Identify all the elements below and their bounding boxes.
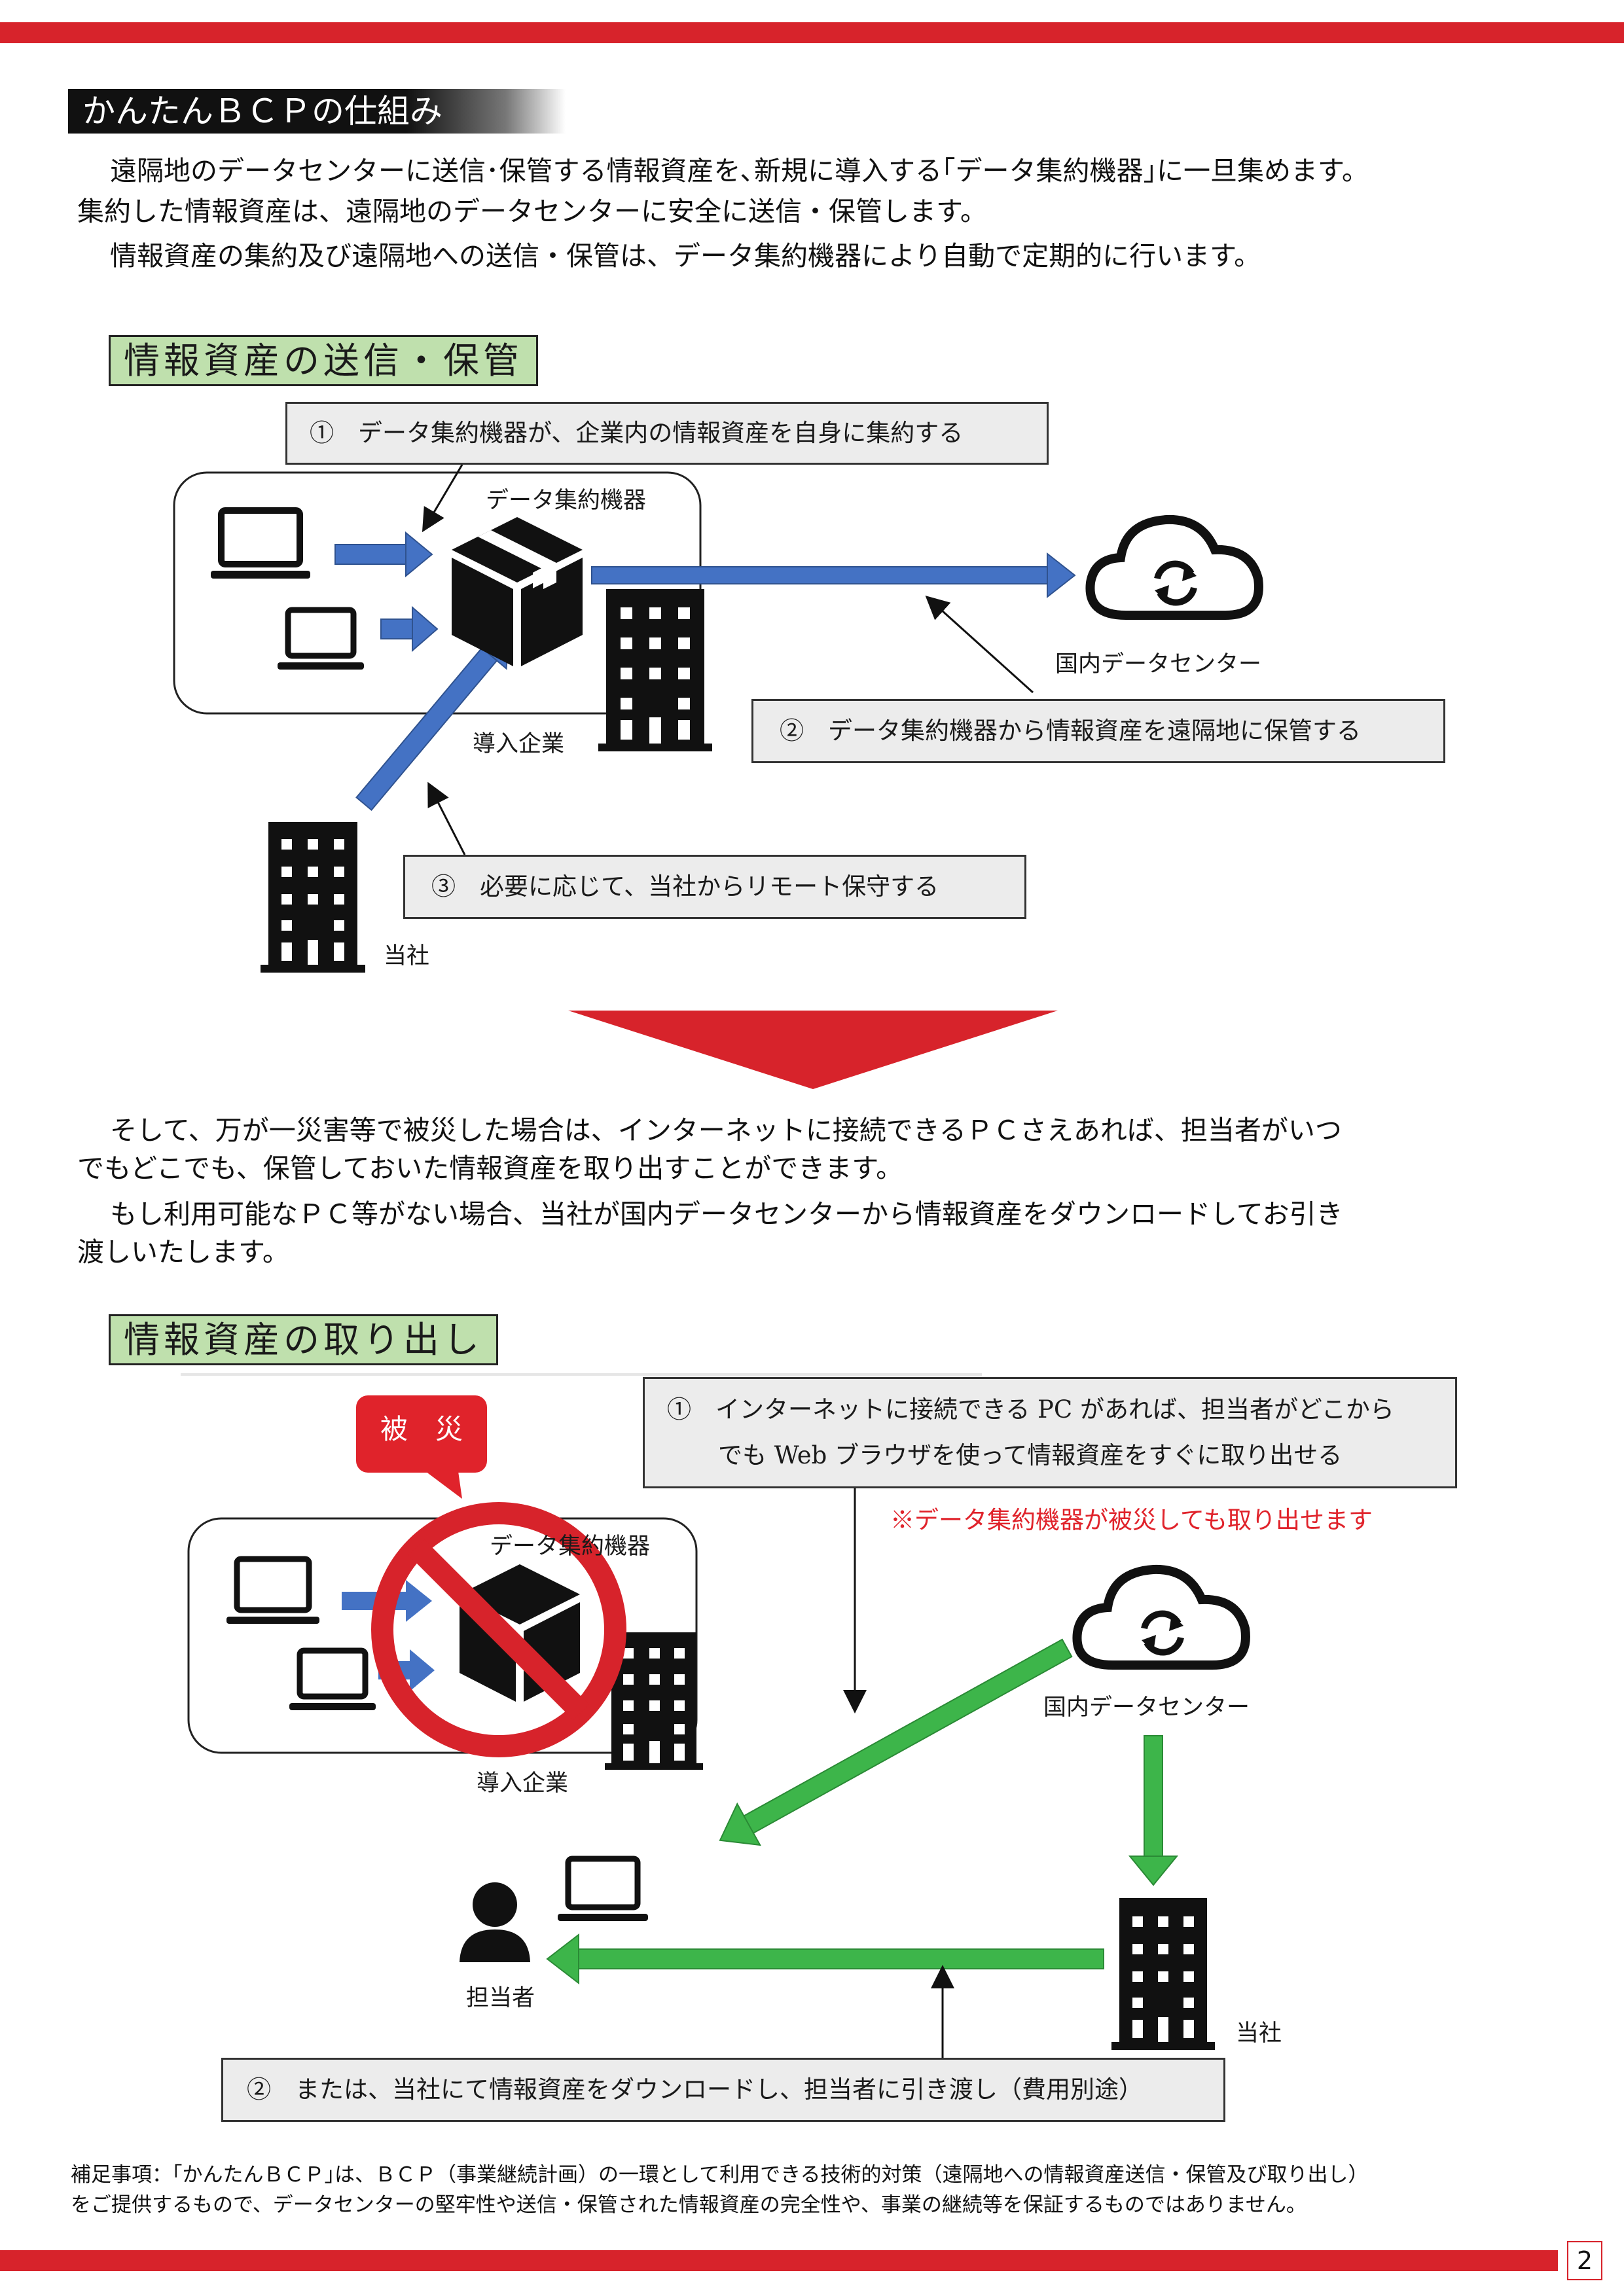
blue-arrow-icon [380,605,439,653]
intro-line-3: 情報資産の集約及び遠隔地への送信・保管は、データ集約機器により自動で定期的に行い… [110,240,1261,272]
page-heading: かんたんＢＣＰの仕組み [68,89,566,134]
s2-datacenter-label: 国内データセンター [1043,1695,1250,1721]
down-arrow-icon [568,1011,1058,1089]
s2-step1-line1: ① インターネットに接続できる PC があれば、担当者がどこから [667,1395,1394,1424]
pointer-line [422,464,463,533]
blue-arrow-icon [334,531,433,578]
laptop-icon [278,607,364,670]
s2-our-company-label: 当社 [1236,2020,1282,2047]
top-red-bar [0,22,1624,43]
section1-title: 情報資産の送信・保管 [109,335,539,386]
cloud-sync-icon [1072,1564,1250,1670]
green-arrow-icon [719,1638,1073,1846]
footer-note-line-1: 補足事項：｢かんたんＢＣＰ｣は、ＢＣＰ（事業継続計画）の一環として利用できる技術… [71,2163,1369,2187]
laptop-icon [558,1856,648,1921]
blue-arrow-icon [591,552,1076,599]
s2-step1-line2: でも Web ブラウザを使って情報資産をすぐに取り出せる [718,1441,1343,1469]
building-icon [598,589,712,751]
middle-line-1: そして、万が一災害等で被災した場合は、インターネットに接続できるＰＣさえあれば、… [110,1115,1342,1146]
s2-company-label: 導入企業 [477,1770,569,1797]
disaster-badge: 被 災 [380,1413,463,1445]
laptop-icon [226,1556,319,1624]
middle-line-4: 渡しいたします。 [77,1236,289,1268]
section2-title: 情報資産の取り出し [109,1314,499,1365]
middle-line-2: でもどこでも、保管しておいた情報資産を取り出すことができます。 [77,1153,903,1184]
s2-step1-box: ① インターネットに接続できる PC があれば、担当者がどこから でも Web … [643,1377,1457,1488]
company-label: 導入企業 [473,731,565,757]
s2-step2-box: ② または、当社にて情報資産をダウンロードし、担当者に引き渡し（費用別途） [221,2058,1225,2122]
red-note: ※データ集約機器が被災しても取り出せます [890,1506,1373,1534]
page-number: 2 [1567,2241,1602,2280]
footer-note-line-2: をご提供するもので、データセンターの堅牢性や送信・保管された情報資産の完全性や、… [71,2193,1307,2217]
laptop-icon [211,507,310,579]
box-icon [452,517,583,666]
building-icon [1111,1898,1215,2050]
person-label: 担当者 [466,1985,535,2011]
pointer-line [427,781,466,855]
disaster-callout [356,1395,487,1499]
cloud-sync-icon [1085,514,1263,620]
intro-line-2: 集約した情報資産は、遠隔地のデータセンターに安全に送信・保管します。 [77,196,987,227]
building-icon [605,1632,703,1770]
device-label: データ集約機器 [486,488,647,514]
person-icon [460,1882,530,1962]
laptop-icon [289,1647,376,1710]
green-arrow-icon [546,1933,1104,1985]
middle-line-3: もし利用可能なＰＣ等がない場合、当社が国内データセンターから情報資産をダウンロー… [110,1198,1343,1230]
green-arrow-icon [1128,1735,1179,1886]
our-company-label: 当社 [384,943,430,969]
step1-box: ① データ集約機器が、企業内の情報資産を自身に集約する [285,402,1049,465]
intro-line-1: 遠隔地のデータセンターに送信･保管する情報資産を､新規に導入する｢データ集約機器… [110,155,1369,187]
s2-device-label: データ集約機器 [490,1534,651,1560]
bottom-red-bar [0,2250,1558,2271]
building-icon [261,822,365,973]
prohibited-icon [371,1502,626,1757]
pointer-line [925,595,1034,694]
datacenter-label: 国内データセンター [1055,651,1262,677]
step2-box: ② データ集約機器から情報資産を遠隔地に保管する [751,699,1445,763]
step3-box: ③ 必要に応じて、当社からリモート保守する [403,855,1026,919]
